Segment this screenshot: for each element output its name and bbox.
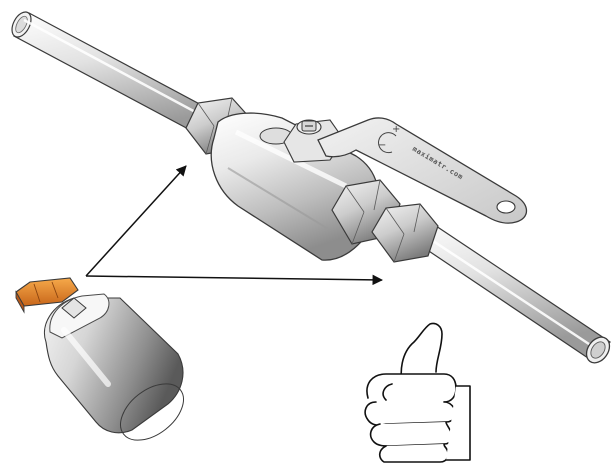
left-pipe (11, 11, 223, 140)
arrow-to-right-nut (85, 274, 384, 286)
right-pipe (403, 219, 612, 364)
ball-valve-icon: + − maximatr.com (11, 11, 612, 364)
spray-nozzle (15, 277, 79, 314)
thumbs-up-icon (364, 322, 471, 463)
handle-minus-sign: − (378, 140, 386, 151)
spray-bottle-icon (15, 277, 184, 441)
right-compression-nut (371, 203, 439, 263)
arrow-to-left-nut (85, 165, 187, 277)
handle-plus-sign: + (392, 124, 400, 135)
